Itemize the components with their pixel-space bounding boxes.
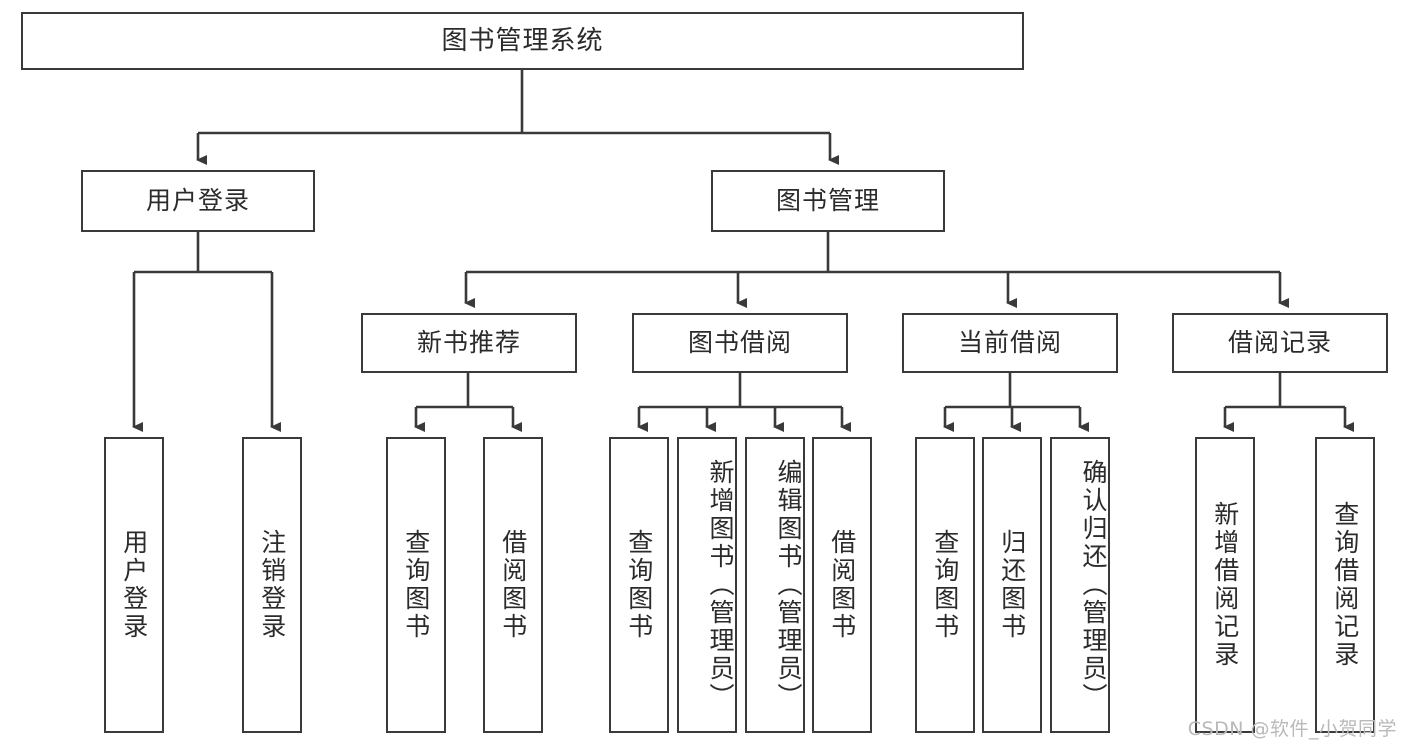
leaf-borrow-book-new-book[interactable]: 借阅图书 [483, 437, 543, 733]
node-root-book-management-system[interactable]: 图书管理系统 [21, 12, 1024, 70]
leaf-query-borrow-record[interactable]: 查询借阅记录 [1315, 437, 1375, 733]
node-label: 新书推荐 [416, 328, 521, 358]
csdn-watermark: CSDN @软件_小贺同学 [1187, 718, 1397, 740]
leaf-return-book[interactable]: 归还图书 [982, 437, 1042, 733]
leaf-user-login[interactable]: 用户登录 [104, 437, 164, 733]
leaf-logout-login[interactable]: 注销登录 [242, 437, 302, 733]
node-label: 图书管理 [775, 186, 880, 216]
node-label: 查询图书 [624, 529, 654, 641]
node-label: 查询图书 [401, 529, 431, 641]
leaf-confirm-return-admin[interactable]: 确认归还（管理员） [1050, 437, 1110, 733]
node-book-management[interactable]: 图书管理 [711, 170, 945, 232]
node-label: 用户登录 [145, 186, 250, 216]
node-label: 编辑图书（管理员） [774, 459, 803, 711]
node-borrowing-record[interactable]: 借阅记录 [1172, 313, 1388, 373]
node-label: 图书管理系统 [441, 25, 604, 56]
node-label: 查询图书 [930, 529, 960, 641]
node-label: 确认归还（管理员） [1079, 459, 1108, 711]
node-label: 归还图书 [997, 529, 1027, 641]
node-label: 新增图书（管理员） [706, 459, 735, 711]
leaf-borrow-book-borrowing[interactable]: 借阅图书 [812, 437, 872, 733]
node-label: 查询借阅记录 [1330, 501, 1360, 669]
node-label: 借阅图书 [498, 529, 528, 641]
node-book-borrowing[interactable]: 图书借阅 [632, 313, 848, 373]
leaf-query-book-borrowing[interactable]: 查询图书 [609, 437, 669, 733]
node-user-login[interactable]: 用户登录 [81, 170, 315, 232]
leaf-add-book-admin[interactable]: 新增图书（管理员） [677, 437, 737, 733]
node-label: 图书借阅 [687, 328, 792, 358]
leaf-query-book-current[interactable]: 查询图书 [915, 437, 975, 733]
leaf-add-borrow-record[interactable]: 新增借阅记录 [1195, 437, 1255, 733]
node-label: 用户登录 [119, 529, 149, 641]
node-label: 新增借阅记录 [1210, 501, 1240, 669]
leaf-edit-book-admin[interactable]: 编辑图书（管理员） [745, 437, 805, 733]
leaf-query-book-new-book[interactable]: 查询图书 [386, 437, 446, 733]
node-label: 当前借阅 [957, 328, 1062, 358]
node-new-book-recommendation[interactable]: 新书推荐 [361, 313, 577, 373]
node-label: 借阅记录 [1227, 328, 1332, 358]
node-current-borrowing[interactable]: 当前借阅 [902, 313, 1118, 373]
node-label: 借阅图书 [827, 529, 857, 641]
node-label: 注销登录 [257, 529, 287, 641]
